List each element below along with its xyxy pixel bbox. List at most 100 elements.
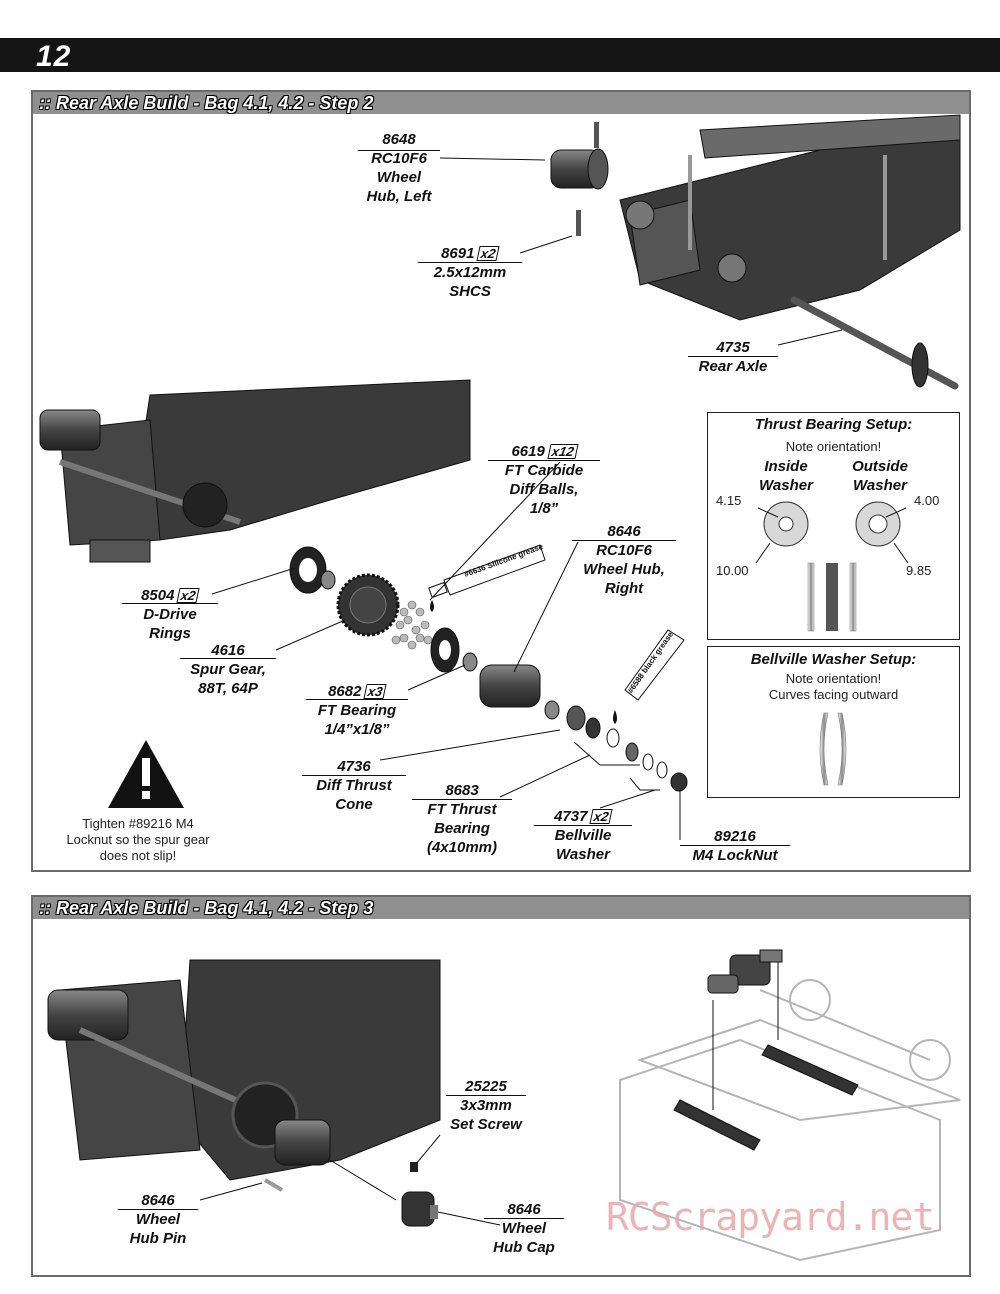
label-rule (302, 775, 406, 776)
step2-header: :: Rear Axle Build - Bag 4.1, 4.2 - Step… (33, 92, 969, 114)
bellville-note-2: Curves facing outward (768, 687, 899, 702)
part-number: 8683 (445, 782, 479, 799)
quantity-badge: x2 (589, 809, 614, 824)
part-name-line: FT Bearing (317, 702, 397, 719)
quantity-badge: x3 (363, 684, 388, 699)
inside-inner-dim: 4.15 (716, 493, 742, 508)
part-name-line: Rear Axle (698, 358, 768, 375)
part-name-line: Hub Pin (129, 1230, 187, 1247)
page-number: 12 (36, 40, 72, 73)
part-number: 8682 (328, 683, 362, 700)
chassis-top-right (619, 114, 961, 321)
part-name-line: Wheel (376, 169, 422, 186)
part-name-line: Hub Cap (493, 1239, 555, 1256)
part-name-line: Right (604, 580, 644, 597)
part-number: 4735 (716, 339, 750, 356)
part-name-line: FT Thrust (427, 801, 497, 818)
part-label-89216: 89216 M4 LockNut (680, 827, 790, 865)
outside-outer-dim: 9.85 (906, 563, 932, 578)
part-name-line: RC10F6 (371, 150, 427, 167)
part-name-line: Bellville (554, 827, 612, 844)
watermark: RCScrapyard.net (606, 1195, 935, 1239)
bellville-washer-setup-box: Bellville Washer Setup: Note orientation… (707, 646, 960, 798)
thrust-box-note: Note orientation! (785, 439, 882, 454)
part-number: 8691 (441, 245, 475, 262)
label-rule (572, 540, 676, 541)
part-label-8646-pin: 8646 Wheel Hub Pin (118, 1191, 198, 1248)
part-name-line: RC10F6 (596, 542, 652, 559)
part-name-line: Cone (335, 796, 373, 813)
part-name-line: Rings (149, 625, 191, 642)
label-rule (306, 699, 408, 700)
part-number: 8648 (382, 131, 416, 148)
quantity-badge: x2 (176, 588, 201, 603)
part-number: 6619 (511, 443, 545, 460)
bellville-box-title: Bellville Washer Setup: (750, 651, 917, 668)
label-rule (122, 603, 218, 604)
part-name-line: 3x3mm (460, 1097, 512, 1114)
part-number: 4616 (211, 642, 245, 659)
part-number: 4737 (554, 808, 588, 825)
part-name-line: (4x10mm) (426, 839, 498, 856)
warning-icon (108, 740, 184, 808)
part-label-8683: 8683 FT Thrust Bearing (4x10mm) (412, 781, 512, 857)
step3-panel: :: Rear Axle Build - Bag 4.1, 4.2 - Step… (31, 895, 971, 1277)
wheel-hub-left-art (550, 122, 609, 236)
part-label-4736: 4736 Diff Thrust Cone (302, 757, 406, 814)
step3-parts-art (263, 1162, 438, 1227)
leader-lines-step2 (211, 157, 843, 840)
part-name-line: 1/4”x1/8” (324, 721, 390, 738)
part-name-line: FT Carbide (504, 462, 584, 479)
outside-inner-dim: 4.00 (914, 493, 940, 508)
quantity-badge: x2 (476, 246, 501, 261)
part-name-line: Wheel Hub, (583, 561, 665, 578)
part-name-line: Hub, Left (366, 188, 432, 205)
part-number: 8504 (141, 587, 175, 604)
rear-axle-art (790, 296, 959, 390)
step3-header: :: Rear Axle Build - Bag 4.1, 4.2 - Step… (33, 897, 969, 919)
label-rule (488, 460, 600, 461)
ghost-chassis-art (619, 979, 961, 1262)
part-name-line: SHCS (449, 283, 491, 300)
washer-diagrams (755, 501, 909, 632)
part-name-line: Wheel (135, 1211, 181, 1228)
label-rule (688, 356, 778, 357)
part-number: 89216 (714, 828, 756, 845)
part-number: 25225 (465, 1078, 507, 1095)
part-label-8646-cap: 8646 Wheel Hub Cap (484, 1200, 564, 1257)
part-name-line: Diff Balls, (509, 481, 579, 498)
part-label-4616: 4616 Spur Gear, 88T, 64P (180, 641, 276, 698)
chassis-left-art (39, 379, 471, 563)
part-number: 8646 (607, 523, 641, 540)
part-name-line: 88T, 64P (198, 680, 258, 697)
thrust-box-title: Thrust Bearing Setup: (754, 416, 913, 433)
label-rule (446, 1095, 526, 1096)
part-name-line: D-Drive (143, 606, 197, 623)
part-name-line: Set Screw (450, 1116, 522, 1133)
page-header-bar (0, 38, 1000, 72)
part-number: 8646 (141, 1192, 175, 1209)
label-rule (118, 1209, 198, 1210)
thrust-bearing-setup-box: Thrust Bearing Setup: Note orientation! … (707, 412, 960, 640)
label-rule (680, 845, 790, 846)
warning-text: Tighten #89216 M4 Locknut so the spur ge… (66, 816, 210, 863)
part-name-line: M4 LockNut (692, 847, 778, 864)
chassis-step3-art (47, 959, 441, 1181)
bellville-note-1: Note orientation! (785, 671, 882, 686)
step2-title: :: Rear Axle Build - Bag 4.1, 4.2 - Step… (39, 93, 374, 113)
label-rule (180, 658, 276, 659)
part-number: 4736 (337, 758, 371, 775)
inside-washer-label: Inside Washer (759, 458, 813, 494)
part-label-4735: 4735 Rear Axle (688, 338, 778, 376)
part-name-line: Wheel (501, 1220, 547, 1237)
grease-tube-2-art (613, 629, 685, 724)
part-label-25225: 25225 3x3mm Set Screw (446, 1077, 526, 1134)
part-name-line: 1/8” (529, 500, 559, 517)
label-rule (412, 799, 512, 800)
